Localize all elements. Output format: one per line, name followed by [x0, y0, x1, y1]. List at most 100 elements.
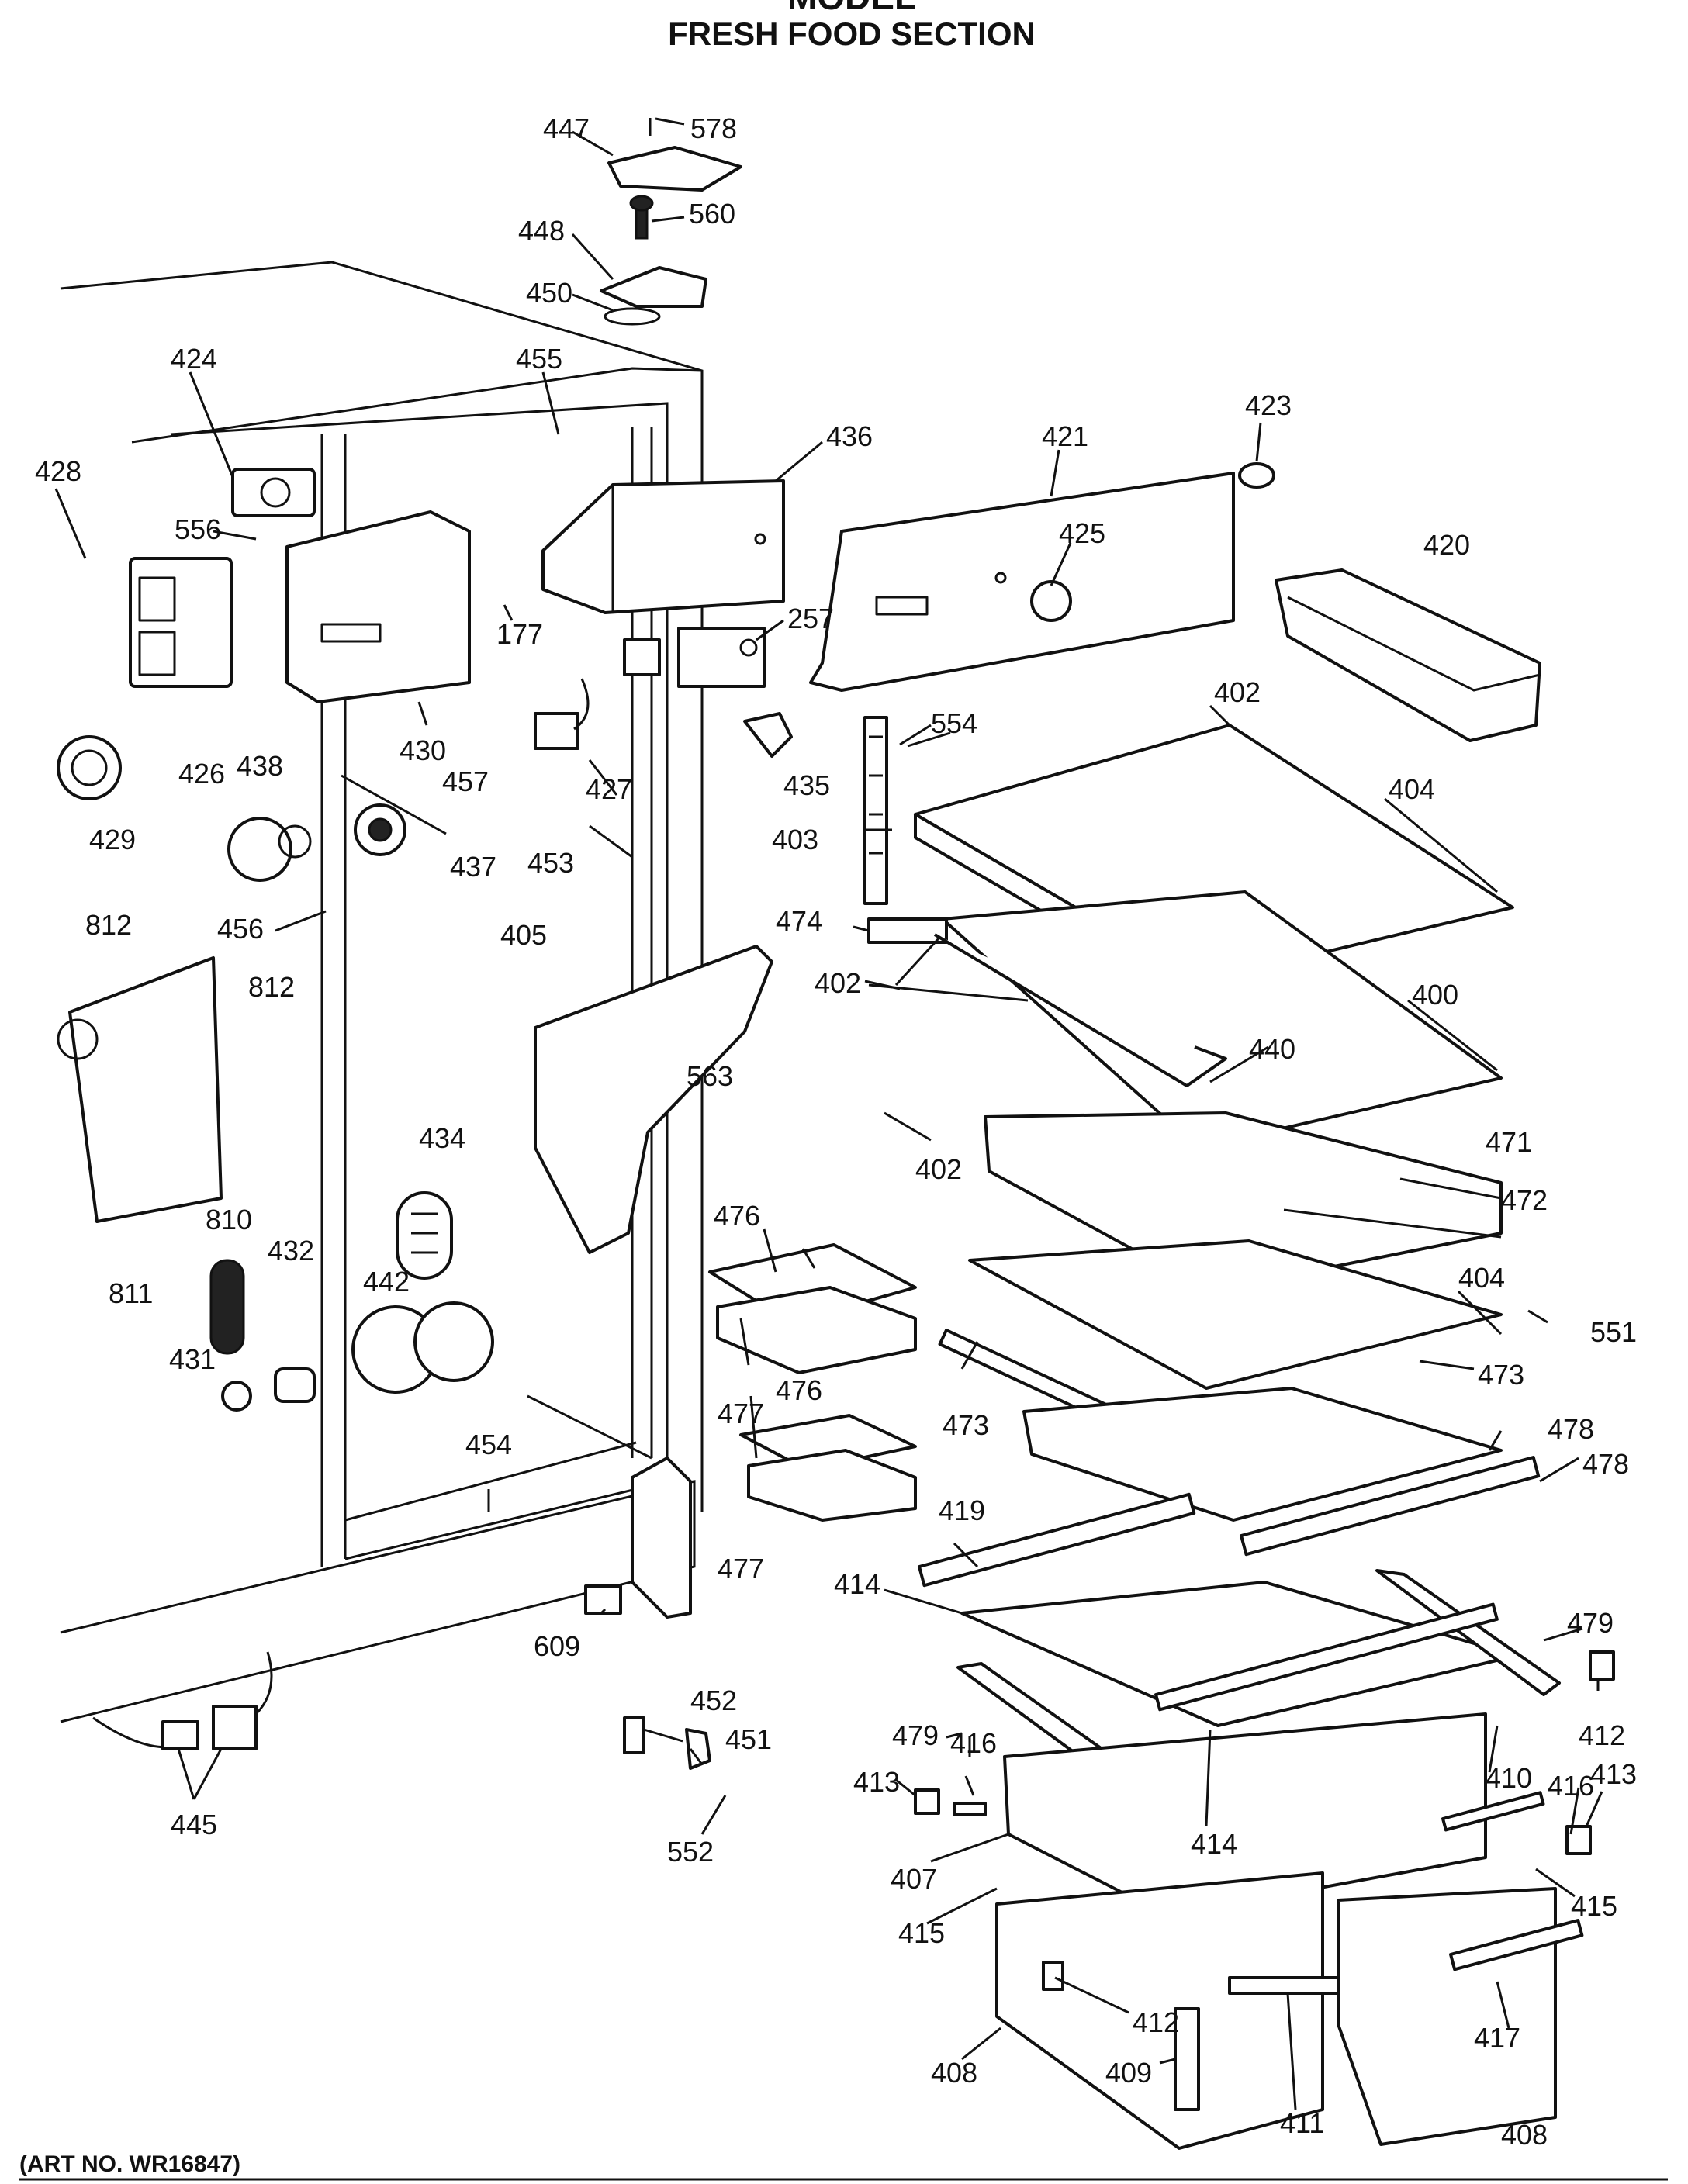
part-label: 416 [950, 1727, 997, 1759]
crisper-pan [1003, 1602, 1499, 1917]
drain-hose-grommet [209, 1259, 245, 1355]
part-label: 812 [248, 971, 295, 1003]
part-label: 478 [1582, 1448, 1629, 1480]
part-label: 414 [834, 1568, 880, 1600]
part-label: 427 [586, 773, 632, 805]
part-label: 455 [516, 343, 562, 375]
part-label: 416 [1548, 1770, 1594, 1802]
part-label: 471 [1486, 1126, 1532, 1158]
part-label: 451 [725, 1723, 772, 1755]
crisper-cover-frame [918, 1456, 1541, 1588]
wiring-connectors [534, 638, 661, 750]
part-label: 402 [815, 967, 861, 999]
dairy-bins [708, 1243, 917, 1522]
part-label: 479 [1567, 1607, 1614, 1639]
shelf-trim-440 [933, 933, 1227, 1087]
part-label: 430 [400, 734, 446, 766]
part-label: 408 [1501, 2119, 1548, 2151]
part-label: 563 [687, 1060, 733, 1092]
part-label: 435 [783, 769, 830, 801]
defrost-timer [677, 627, 766, 688]
part-label: 409 [1105, 2057, 1152, 2089]
part-label: 429 [89, 824, 136, 855]
temperature-control-knob [1030, 580, 1072, 622]
shelf-trim-474 [867, 917, 948, 944]
part-label: 425 [1059, 517, 1105, 549]
part-label: 560 [689, 198, 735, 230]
part-label: 413 [853, 1766, 900, 1798]
part-label: 411 [1280, 2107, 1324, 2139]
control-housing [285, 510, 471, 703]
part-label: 257 [787, 603, 834, 634]
part-label: 478 [1548, 1413, 1594, 1445]
drawer-rails [953, 1791, 1545, 1832]
left-vegetable-drawer [995, 1871, 1355, 2150]
crisper-divider-405 [534, 945, 773, 1254]
part-label: 440 [1249, 1033, 1295, 1065]
part-label: 415 [898, 1917, 945, 1949]
part-label: 456 [217, 913, 264, 945]
part-label: 476 [714, 1200, 760, 1232]
part-label: 402 [915, 1153, 962, 1185]
part-label: 407 [891, 1863, 937, 1895]
part-label: 432 [268, 1235, 314, 1267]
part-label: 554 [931, 707, 977, 739]
section-title: FRESH FOOD SECTION [668, 16, 1036, 52]
door-stop-bracket [631, 1457, 692, 1619]
part-label: 402 [1214, 676, 1261, 708]
hinge-screw [629, 195, 654, 240]
part-label: 424 [171, 343, 217, 375]
top-hinge [600, 266, 707, 326]
leader-lines [54, 117, 1603, 2110]
indicator-lamp [1238, 462, 1275, 489]
part-label: 426 [178, 758, 225, 790]
light-lens [743, 712, 793, 758]
part-label: 811 [109, 1277, 153, 1309]
part-label: 403 [772, 824, 818, 855]
part-label: 413 [1590, 1758, 1637, 1790]
light-bulb [227, 817, 312, 882]
cold-control-housing [541, 479, 785, 614]
fan-guard [396, 1191, 453, 1280]
part-label: 419 [939, 1495, 985, 1526]
part-label: 437 [450, 851, 496, 883]
control-panel [809, 472, 1235, 692]
part-label: 454 [465, 1429, 512, 1460]
top-hinge-cover [607, 118, 742, 192]
part-label: 812 [85, 909, 132, 941]
right-vegetable-drawer [1337, 1887, 1584, 2146]
part-label: 408 [931, 2057, 977, 2089]
knob [354, 803, 406, 856]
part-label: 476 [776, 1374, 822, 1406]
part-label: 477 [718, 1553, 764, 1584]
wire-harness [92, 1651, 273, 1750]
part-label: 434 [419, 1122, 465, 1154]
part-label: 421 [1042, 420, 1088, 452]
cover-bracket [584, 1584, 622, 1615]
part-label: 450 [526, 277, 572, 309]
part-label: 420 [1423, 529, 1470, 561]
part-label: 415 [1571, 1890, 1617, 1922]
shelf-ladder [863, 716, 888, 905]
part-label: 453 [528, 847, 574, 879]
light-socket [57, 735, 122, 800]
part-label: 552 [667, 1836, 714, 1868]
air-damper [129, 557, 233, 688]
part-label: 438 [237, 750, 283, 782]
light-shield [221, 1367, 316, 1412]
part-label: 609 [534, 1630, 580, 1662]
part-label: 423 [1245, 389, 1292, 421]
part-label: 473 [943, 1409, 989, 1441]
part-label: 404 [1458, 1262, 1505, 1294]
evaporator-fan-motor [351, 1301, 494, 1394]
part-label: 578 [690, 112, 737, 144]
butter-bin [1275, 568, 1541, 742]
part-label: 400 [1412, 979, 1458, 1011]
part-label: 472 [1501, 1184, 1548, 1216]
part-label: 457 [442, 765, 489, 797]
door-stop [623, 1716, 711, 1770]
lower-shelf [968, 1239, 1503, 1390]
part-label: 445 [171, 1809, 217, 1840]
part-label: 404 [1389, 773, 1435, 805]
